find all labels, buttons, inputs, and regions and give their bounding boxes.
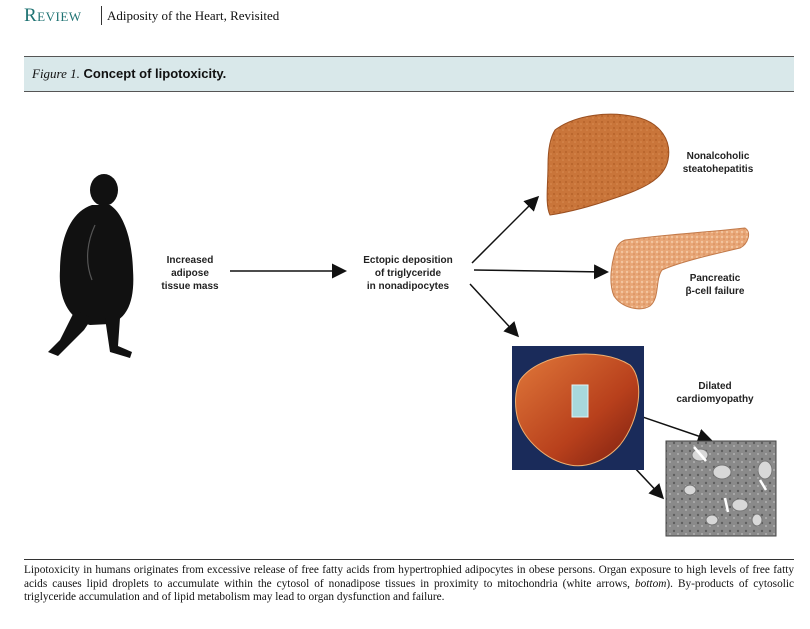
label-line: in nonadipocytes xyxy=(366,281,450,292)
figure-title-text: Concept of lipotoxicity. xyxy=(83,66,227,81)
figure-caption-text: Lipotoxicity in humans originates from e… xyxy=(24,564,794,605)
label-line: Pancreatic xyxy=(689,273,741,284)
label-line: cardiomyopathy xyxy=(676,394,754,405)
caption-emphasis: bottom xyxy=(635,577,667,590)
figure-label: Figure 1. xyxy=(32,66,80,81)
running-title: Adiposity of the Heart, Revisited xyxy=(107,8,280,23)
arrow-to-pancreas xyxy=(473,264,609,280)
label-increased-adipose: Increased adipose tissue mass xyxy=(150,254,230,293)
section-label: Review xyxy=(24,5,82,26)
biopsy-region-marker xyxy=(571,384,589,418)
figure-title-band xyxy=(24,56,794,92)
label-line: adipose xyxy=(171,268,209,279)
caption-part-1: Lipotoxicity in humans originates from e… xyxy=(24,564,794,590)
label-line: Ectopic deposition xyxy=(363,255,453,266)
label-line: of triglyceride xyxy=(374,268,442,279)
label-nash: Nonalcoholic steatohepatitis xyxy=(668,150,768,176)
label-ectopic-deposition: Ectopic deposition of triglyceride in no… xyxy=(352,254,464,293)
liver-image xyxy=(546,113,670,216)
label-line: Nonalcoholic xyxy=(686,151,750,162)
label-cardiomyopathy: Dilated cardiomyopathy xyxy=(665,380,765,406)
arrow-to-liver xyxy=(471,195,540,264)
label-pancreatic: Pancreatic β-cell failure xyxy=(665,272,765,298)
lipid-droplets xyxy=(683,448,773,527)
arrow-to-heart xyxy=(469,283,520,338)
label-line: Dilated xyxy=(698,381,732,392)
white-arrow-icons xyxy=(693,446,768,513)
figure-title: Figure 1. Concept of lipotoxicity. xyxy=(32,66,226,82)
caption-divider xyxy=(24,559,794,560)
pancreas-image xyxy=(610,227,750,310)
label-line: Increased xyxy=(166,255,214,266)
caption-part-2: ). By-products of cytosolic triglyceride… xyxy=(24,577,795,604)
label-line: steatohepatitis xyxy=(682,164,754,175)
obese-person-silhouette xyxy=(48,174,134,358)
header-divider xyxy=(101,6,102,25)
label-line: tissue mass xyxy=(161,281,219,292)
label-line: β-cell failure xyxy=(685,286,745,297)
